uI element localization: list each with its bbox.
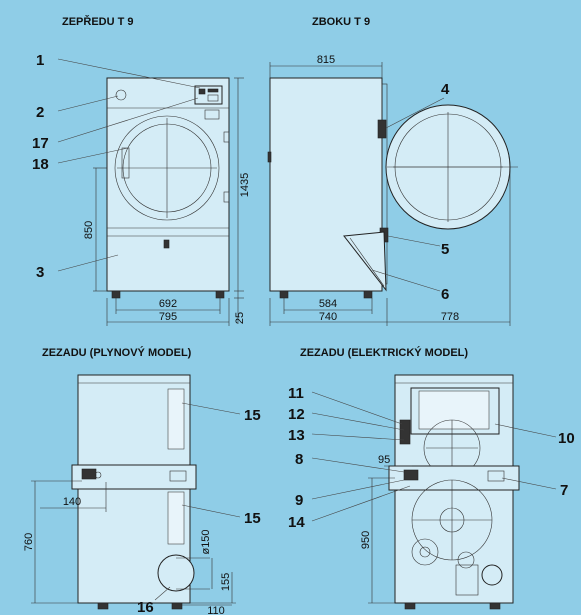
lint-door-lock xyxy=(163,239,170,249)
callout-7: 7 xyxy=(560,482,568,499)
door-handle xyxy=(121,147,130,179)
open-lint-door xyxy=(343,231,387,292)
front-view: 1435 850 692 795 25 1 2 17 18 3 xyxy=(32,52,251,326)
dim-gas-d150: ø150 xyxy=(200,529,212,554)
callout-10: 10 xyxy=(558,430,575,447)
dim-el-950: 950 xyxy=(360,531,372,549)
door-outer-ring xyxy=(114,115,220,221)
dim-width-692: 692 xyxy=(159,298,177,310)
dim-depth-740: 740 xyxy=(319,311,337,323)
dim-el-95: 95 xyxy=(378,454,390,466)
dim-door-778: 778 xyxy=(441,311,459,323)
door-hinge-top xyxy=(377,119,387,139)
side-foot-right xyxy=(363,290,373,299)
indicator-lamp xyxy=(115,89,127,101)
heater-vent xyxy=(418,390,490,430)
callout-5: 5 xyxy=(441,241,449,258)
dim-depth-584: 584 xyxy=(319,298,337,310)
coin-box xyxy=(204,109,220,120)
callout-15-bottom: 15 xyxy=(244,510,261,527)
gas-vent-bottom xyxy=(167,491,185,545)
front-foot-left xyxy=(111,290,121,299)
dim-gas-140: 140 xyxy=(63,496,81,508)
title-rear-electric-view: ZEZADU (ELEKTRICKÝ MODEL) xyxy=(300,346,468,359)
callout-6: 6 xyxy=(441,286,449,303)
callout-14: 14 xyxy=(288,514,305,531)
dim-gas-760: 760 xyxy=(23,533,35,551)
callout-13: 13 xyxy=(288,427,305,444)
title-rear-gas-view: ZEZADU (PLYNOVÝ MODEL) xyxy=(42,346,192,359)
callout-2: 2 xyxy=(36,104,44,121)
callout-12: 12 xyxy=(288,406,305,423)
side-foot-left xyxy=(279,290,289,299)
exhaust-duct xyxy=(157,554,195,592)
callout-18: 18 xyxy=(32,156,49,173)
callout-16: 16 xyxy=(137,599,154,615)
dim-gas-155: 155 xyxy=(220,573,232,591)
dim-gas-110: 110 xyxy=(207,605,225,615)
rear-view-electric: 95 950 11 12 13 8 9 14 10 7 xyxy=(288,374,575,610)
callout-17: 17 xyxy=(32,135,49,152)
callout-15-top: 15 xyxy=(244,407,261,424)
callout-3: 3 xyxy=(36,264,44,281)
title-side-view: ZBOKU T 9 xyxy=(312,16,370,28)
motor-pulley xyxy=(411,538,439,566)
dim-height-1435: 1435 xyxy=(239,173,251,197)
dim-depth-815: 815 xyxy=(317,54,335,66)
title-front-view: ZEPŘEDU T 9 xyxy=(62,15,134,28)
control-box xyxy=(399,419,411,445)
dim-foot-25: 25 xyxy=(234,312,246,324)
callout-11: 11 xyxy=(288,385,304,402)
dim-height-850: 850 xyxy=(83,221,95,239)
callout-8: 8 xyxy=(295,451,303,468)
callout-9: 9 xyxy=(295,492,303,509)
front-cabinet xyxy=(106,77,230,292)
side-view: 815 584 740 778 4 5 6 xyxy=(267,54,518,326)
gas-vent-top xyxy=(167,388,185,450)
rear-view-gas: 140 760 ø150 155 110 15 15 16 xyxy=(23,374,261,615)
front-foot-right xyxy=(215,290,225,299)
dim-width-795: 795 xyxy=(159,311,177,323)
callout-1: 1 xyxy=(36,52,44,69)
fan-motor xyxy=(481,564,503,586)
callout-4: 4 xyxy=(441,81,450,98)
